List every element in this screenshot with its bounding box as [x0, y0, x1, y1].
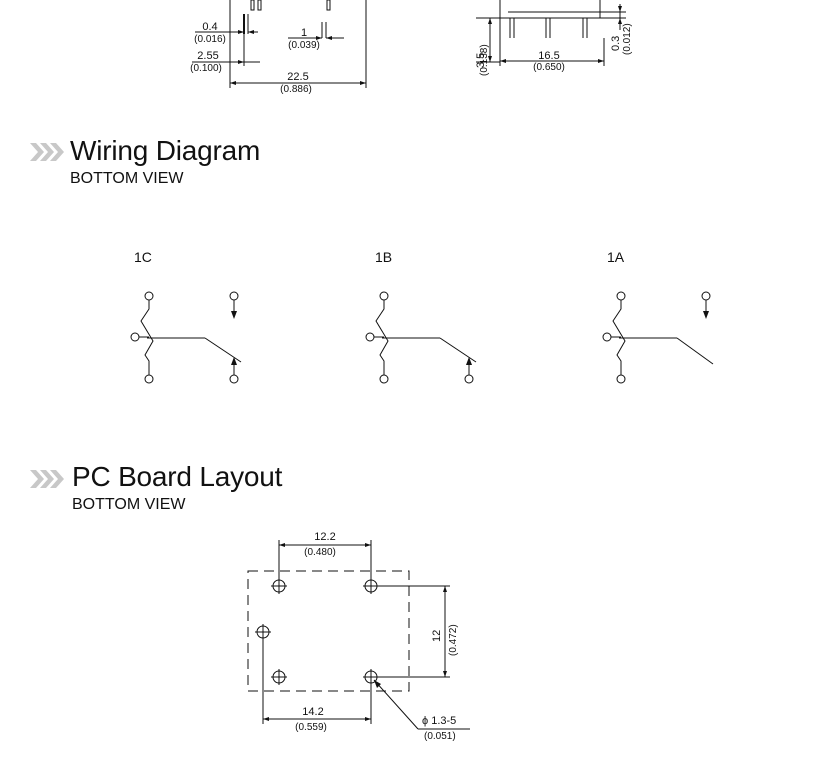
wiring-diagram-title: Wiring Diagram [70, 135, 261, 166]
dim-pin-span-value: 16.5 [538, 50, 560, 62]
dim-pin-thickness-inch: (0.039) [288, 40, 320, 51]
dim-body-length-inch: (0.886) [280, 84, 312, 95]
pcb-bottom-dim-inch: (0.559) [295, 722, 327, 733]
wiring-label-1c: 1C [134, 249, 152, 265]
wiring-schematic-1b [365, 291, 477, 384]
section-chevron-icon [30, 470, 64, 488]
pcb-layout-subtitle: BOTTOM VIEW [72, 496, 186, 513]
top-left-drawing [192, 0, 367, 88]
wiring-label-1b: 1B [375, 249, 393, 265]
dim-pin-offset-inch: (0.100) [190, 63, 222, 74]
dim-pin-thickness-value: 1 [300, 27, 308, 39]
section-chevron-icon [30, 143, 64, 161]
pcb-hole-diameter-inch: (0.051) [424, 731, 456, 742]
wiring-schematic-1c [130, 291, 242, 384]
pcb-layout-title: PC Board Layout [72, 461, 283, 492]
dim-pin-width-inch: (0.016) [194, 34, 226, 45]
pcb-right-dim-inch: (0.472) [448, 624, 459, 656]
pcb-top-dim-value: 12.2 [314, 531, 336, 543]
pcb-top-dim-inch: (0.480) [304, 547, 336, 558]
wiring-schematic-1a [602, 291, 714, 384]
wiring-diagram-subtitle: BOTTOM VIEW [70, 170, 184, 187]
dim-pin-span-inch: (0.650) [533, 62, 565, 73]
pcb-hole-diameter-value: ϕ 1.3-5 [422, 715, 457, 727]
wiring-label-1a: 1A [607, 249, 625, 265]
dim-pin-width-value: 0.4 [202, 21, 218, 33]
pcb-right-dim-value: 12 [431, 629, 443, 642]
top-right-drawing [476, 0, 626, 66]
dim-body-length-value: 22.5 [287, 71, 309, 83]
dim-pin-offset-value: 2.55 [197, 50, 219, 62]
pcb-bottom-dim-value: 14.2 [302, 706, 324, 718]
